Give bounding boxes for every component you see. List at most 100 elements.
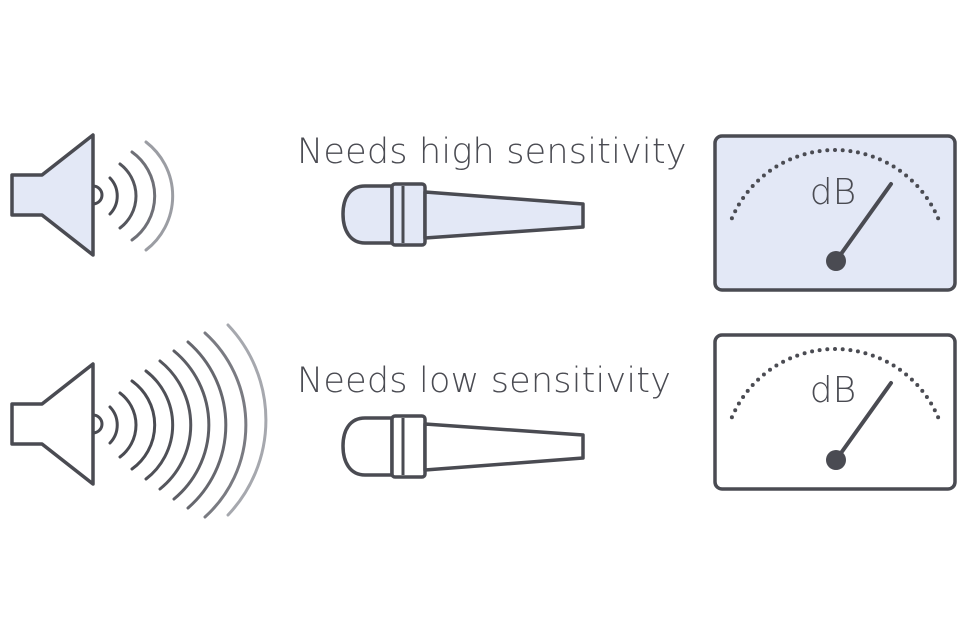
row-high-sensitivity: Needs high sensitivity dB: [10, 132, 957, 292]
meter-scale-dot: [932, 408, 937, 413]
meter-scale-dot: [817, 348, 822, 353]
meter-scale-dots: [729, 148, 941, 221]
meter-scale-dot: [877, 356, 882, 361]
meter-scale-dot: [781, 359, 786, 364]
speaker-icon: [10, 362, 104, 486]
meter-scale-dots: [729, 347, 941, 420]
meter-scale-dot: [825, 347, 830, 352]
meter-scale-dot: [741, 196, 746, 200]
meter-scale-dot: [729, 216, 734, 221]
meter-scale-dot: [840, 148, 845, 153]
meter-pivot: [826, 450, 846, 470]
meter-scale-dot: [761, 173, 766, 178]
meter-scale-dot: [788, 157, 793, 162]
meter-scale-dot: [855, 150, 860, 155]
meter-scale-dot: [929, 202, 934, 207]
meter-scale-dot: [795, 353, 800, 358]
meter-scale-dot: [756, 377, 761, 382]
meter-scale-dot: [810, 150, 815, 155]
meter-scale-dot: [729, 415, 734, 420]
meter-scale-dot: [781, 160, 786, 165]
meter-scale-dot: [840, 347, 845, 352]
sound-waves-quiet: [108, 140, 175, 252]
meter-scale-dot: [932, 209, 937, 214]
meter-scale-dot: [833, 148, 837, 152]
meter-scale-dot: [924, 395, 929, 399]
microphone-icon: [341, 182, 585, 247]
meter-scale-dot: [920, 388, 925, 393]
microphone-icon: [341, 414, 585, 479]
speaker-body: [10, 133, 95, 257]
speaker-body: [10, 362, 95, 486]
meter-scale-dot: [817, 149, 822, 154]
microphone-band: [390, 182, 427, 247]
meter-scale-dot: [898, 168, 902, 173]
sound-waves-loud: [108, 323, 268, 519]
meter-scale-dot: [884, 160, 889, 165]
meter-scale-dot: [750, 184, 755, 188]
caption-high-sensitivity: Needs high sensitivity: [297, 132, 687, 172]
meter-scale-dot: [741, 395, 746, 399]
db-meter-icon: dB: [713, 333, 957, 491]
caption-low-sensitivity: Needs low sensitivity: [297, 361, 671, 401]
meter-scale-dot: [756, 178, 761, 183]
meter-scale-dot: [774, 164, 779, 169]
meter-scale-dot: [750, 383, 755, 387]
row-low-sensitivity: Needs low sensitivity dB: [10, 323, 957, 519]
meter-scale-dot: [733, 408, 738, 413]
meter-scale-dot: [802, 152, 807, 157]
microphone-band: [390, 414, 427, 479]
meter-scale-dot: [736, 202, 741, 207]
meter-scale-dot: [884, 359, 889, 364]
meter-scale-dot: [870, 154, 875, 159]
meter-scale-dot: [936, 415, 941, 420]
meter-label-low: dB: [810, 370, 856, 411]
meter-scale-dot: [761, 372, 766, 377]
speaker-cone-tip: [92, 184, 104, 206]
speaker-icon: [10, 133, 104, 257]
meter-scale-dot: [825, 148, 830, 153]
microphone-head: [341, 184, 394, 245]
meter-scale-dot: [733, 209, 738, 214]
meter-scale-dot: [904, 372, 909, 377]
meter-needle: [834, 381, 893, 462]
meter-scale-dot: [870, 353, 875, 358]
meter-scale-dot: [909, 377, 914, 382]
meter-scale-dot: [891, 363, 896, 368]
meter-scale-dot: [833, 347, 837, 351]
db-meter-icon: dB: [713, 134, 957, 292]
meter-scale-dot: [863, 351, 868, 356]
meter-scale-dot: [855, 349, 860, 354]
meter-scale-dot: [802, 351, 807, 356]
meter-scale-dot: [795, 154, 800, 159]
meter-scale-dot: [745, 388, 750, 393]
meter-scale-dot: [848, 348, 853, 353]
meter-scale-dot: [936, 216, 941, 221]
meter-scale-dot: [915, 184, 920, 188]
meter-pivot: [826, 251, 846, 271]
meter-scale-dot: [898, 367, 902, 372]
meter-scale-dot: [863, 152, 868, 157]
meter-scale-dot: [736, 401, 741, 406]
meter-scale-dot: [924, 196, 929, 200]
meter-scale-dot: [848, 149, 853, 154]
meter-label-high: dB: [810, 172, 856, 213]
meter-scale-dot: [768, 367, 772, 372]
meter-scale-dot: [909, 178, 914, 183]
meter-scale-dot: [915, 383, 920, 387]
meter-scale-dot: [774, 363, 779, 368]
microphone-handle: [423, 190, 585, 240]
microphone-handle: [423, 422, 585, 472]
meter-scale-dot: [768, 168, 772, 173]
meter-box: [713, 134, 957, 292]
speaker-cone-tip: [92, 413, 104, 435]
meter-scale-dot: [904, 173, 909, 178]
meter-scale-dot: [788, 356, 793, 361]
microphone-head: [341, 416, 394, 477]
meter-box: [713, 333, 957, 491]
meter-scale-dot: [745, 189, 750, 194]
meter-scale-dot: [891, 164, 896, 169]
meter-scale-dot: [920, 189, 925, 194]
meter-scale-dot: [877, 157, 882, 162]
